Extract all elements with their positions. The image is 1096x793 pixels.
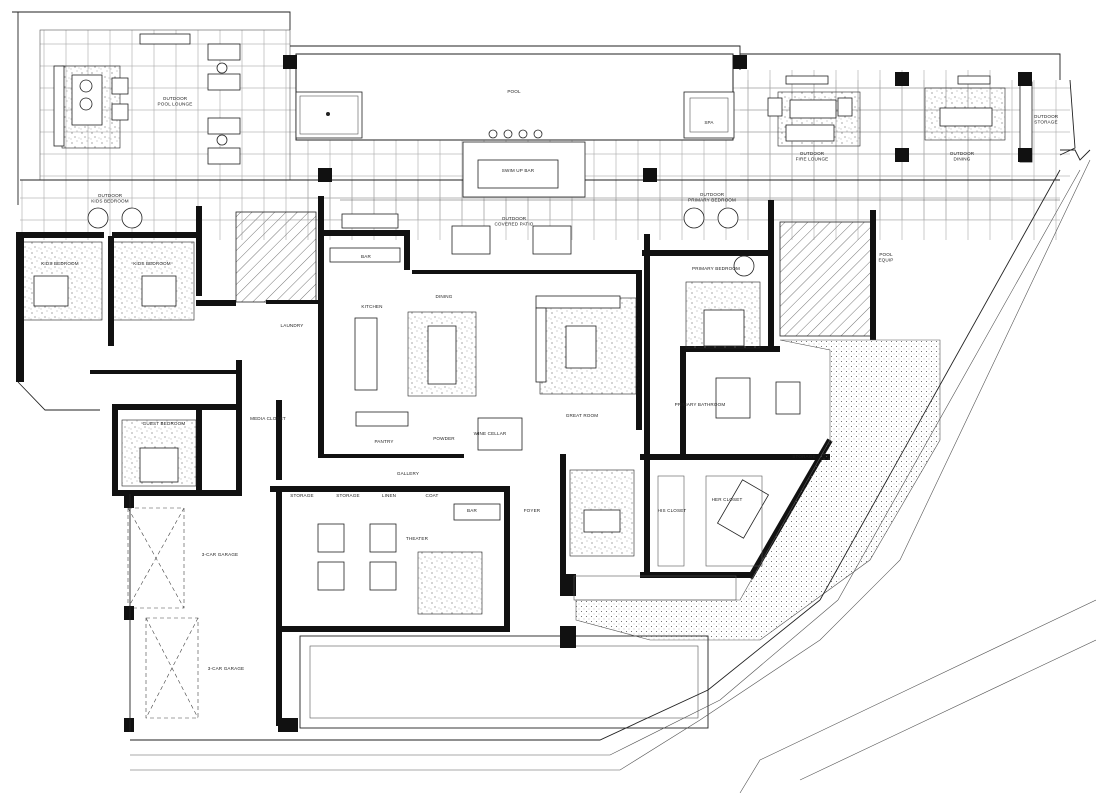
pool [295, 53, 735, 141]
covered-patio-furniture [87, 207, 739, 255]
columns [283, 55, 1032, 182]
label-garage-2: 3-CAR GARAGE [208, 666, 245, 671]
boundary-lines [130, 159, 1096, 793]
pool-lounge-furniture [53, 33, 241, 165]
fire-lounge-furniture [767, 75, 861, 147]
label-great-room: GREAT ROOM [566, 413, 598, 418]
label-media-closet: MEDIA CLOSET [250, 416, 286, 421]
label-her-closet: HER CLOSET [712, 497, 743, 502]
label-kids-bedroom-2: KIDS BEDROOM [133, 261, 171, 266]
label-garage-1: 3-CAR GARAGE [202, 552, 239, 557]
label-pantry: PANTRY [374, 439, 393, 444]
landscape-area [575, 339, 941, 641]
kids-bedrooms [16, 206, 202, 411]
label-swim-up-bar: SWIM UP BAR [502, 168, 535, 173]
walls [90, 196, 876, 726]
label-kids-bedroom-1: KIDS BEDROOM [41, 261, 79, 266]
outdoor-dining-furniture [924, 75, 1033, 163]
label-powder: POWDER [433, 436, 455, 441]
label-storage-1: STORAGE [290, 493, 313, 498]
label-dining: DINING [436, 294, 453, 299]
label-spa: SPA [704, 120, 714, 125]
label-foyer: FOYER [524, 508, 541, 513]
label-primary-bedroom: PRIMARY BEDROOM [692, 266, 740, 271]
front-water-feature [299, 574, 737, 729]
label-storage-2: STORAGE [336, 493, 359, 498]
label-linen: LINEN [382, 493, 396, 498]
label-pool: POOL [507, 89, 521, 94]
label-theater: THEATER [406, 536, 429, 541]
label-bar: BAR [361, 254, 371, 259]
label-wine-cellar: WINE CELLAR [474, 431, 507, 436]
label-primary-bathroom: PRIMARY BATHROOM [675, 402, 726, 407]
label-his-closet: HIS CLOSET [658, 508, 687, 513]
interior-furniture [121, 247, 801, 615]
garage [124, 494, 298, 732]
label-guest-bedroom: GUEST BEDROOM [143, 421, 186, 426]
label-bar-theater: BAR [467, 508, 477, 513]
label-gallery: GALLERY [397, 471, 419, 476]
swim-up-bar [462, 129, 586, 198]
label-kitchen: KITCHEN [361, 304, 382, 309]
label-coat: COAT [425, 493, 438, 498]
label-storage-3: STORAGE [792, 454, 815, 459]
label-laundry: LAUNDRY [281, 323, 304, 328]
